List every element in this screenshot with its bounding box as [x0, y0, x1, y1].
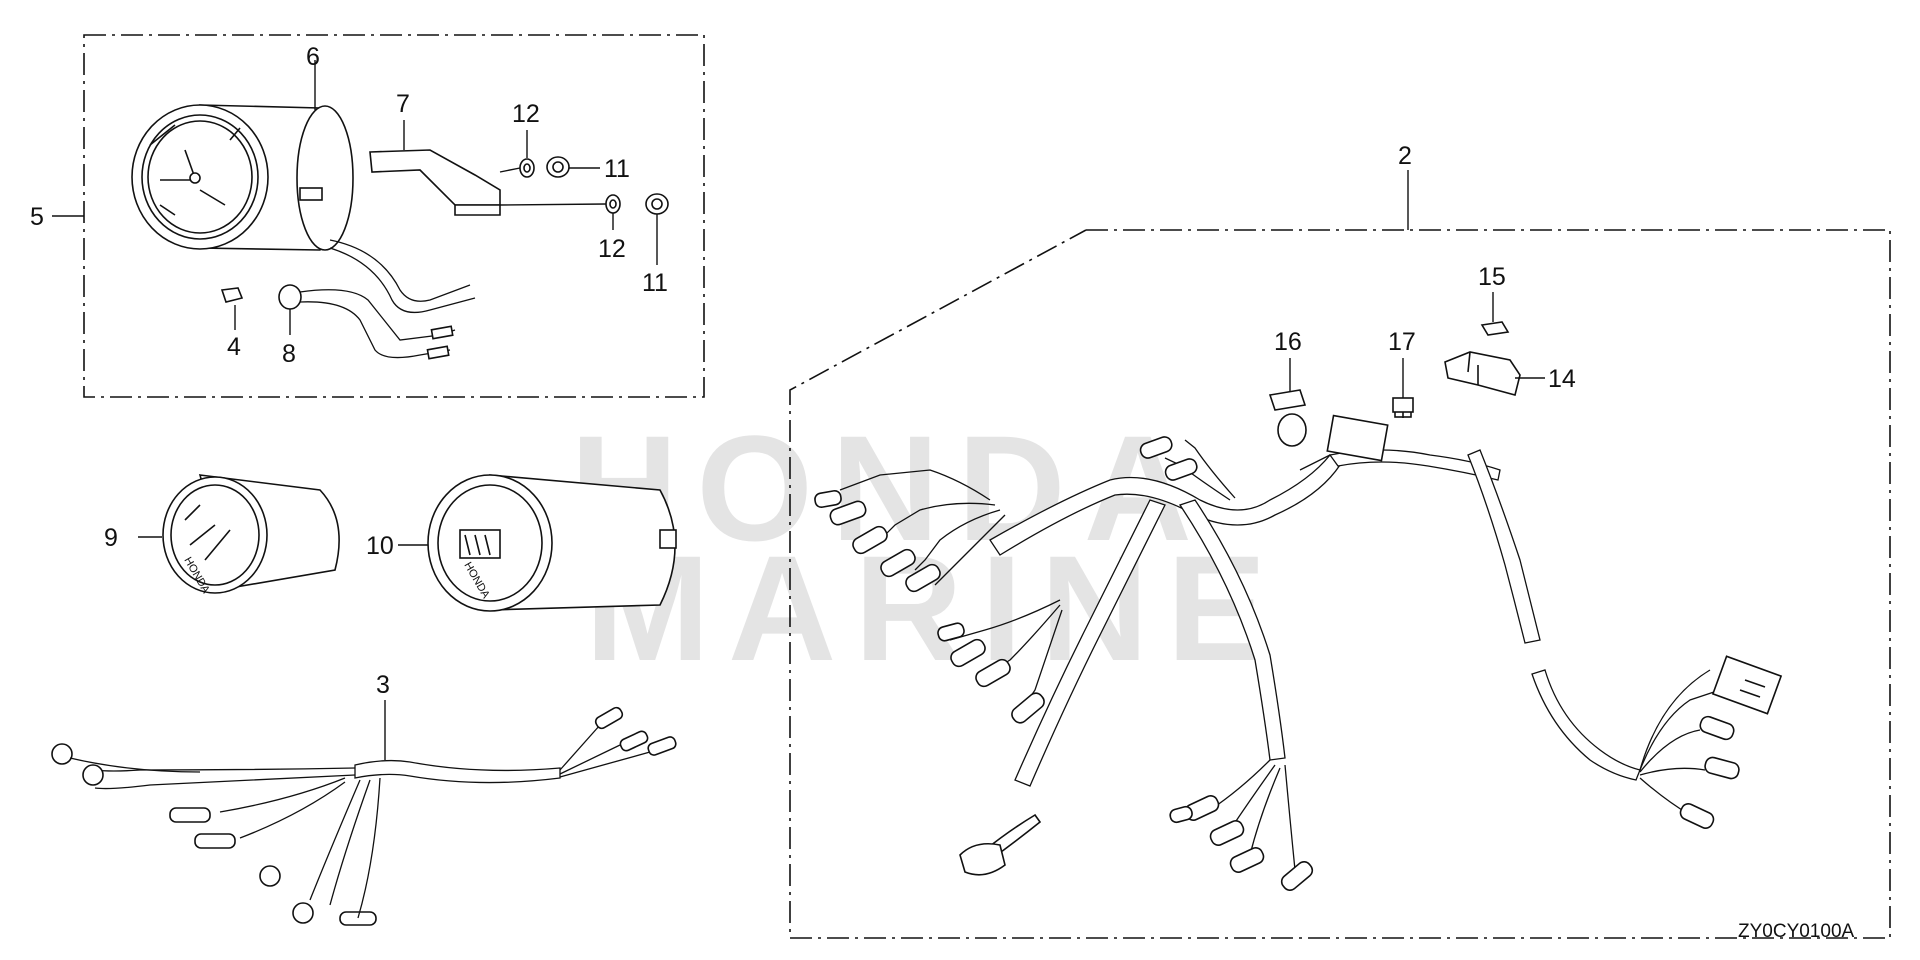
line-12a-bolt	[499, 167, 521, 173]
line-12b-bolt	[499, 203, 607, 206]
gauge-9: HONDA	[162, 474, 340, 596]
washer-12-lower	[605, 194, 621, 214]
gauge-10: HONDA	[427, 474, 677, 612]
watermark: HONDA MARINE	[570, 404, 1285, 692]
watermark-line2: MARINE	[585, 524, 1285, 692]
bulb-4	[220, 287, 244, 303]
harness-2	[814, 402, 1783, 891]
callout-11a: 11	[604, 155, 630, 183]
washer-12-upper	[519, 158, 535, 178]
nut-11-upper	[546, 156, 570, 178]
callout-11b: 11	[642, 269, 668, 297]
callout-10: 10	[366, 532, 394, 560]
nut-11-lower	[645, 193, 669, 215]
callout-14: 14	[1548, 365, 1576, 393]
callout-15: 15	[1478, 263, 1506, 291]
callout-9: 9	[104, 524, 118, 552]
callout-2: 2	[1398, 142, 1412, 170]
callout-12a: 12	[512, 100, 540, 128]
meter-6	[131, 104, 476, 314]
callout-8: 8	[282, 340, 296, 368]
socket-8	[278, 284, 456, 360]
diagram-code: ZY0CY0100A	[1738, 921, 1855, 942]
callout-17: 17	[1388, 328, 1416, 356]
callout-6: 6	[306, 43, 320, 71]
bracket-7	[369, 149, 501, 216]
harness-3	[51, 706, 677, 926]
assembly-2-boundary	[789, 229, 1891, 939]
label-15	[1480, 321, 1510, 336]
callout-7: 7	[396, 90, 410, 118]
cover-14	[1444, 351, 1521, 396]
clamp-16	[1268, 389, 1307, 447]
callout-3: 3	[376, 671, 390, 699]
callout-16: 16	[1274, 328, 1302, 356]
callout-4: 4	[227, 333, 241, 361]
callout-5: 5	[30, 203, 44, 231]
callout-12b: 12	[598, 235, 626, 263]
